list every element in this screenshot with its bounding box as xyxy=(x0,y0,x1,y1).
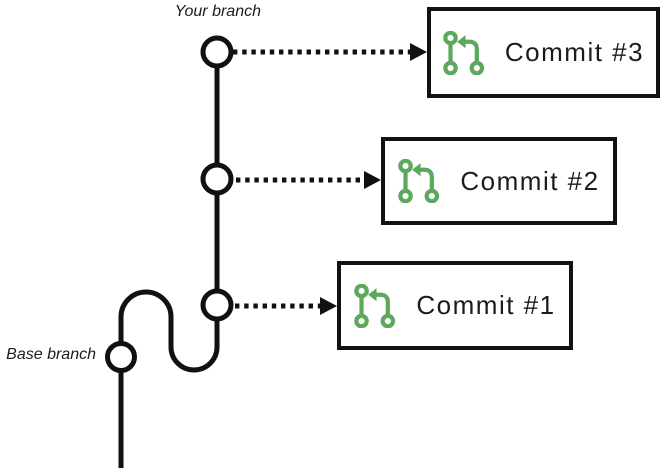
dotted-arrow-commit-2 xyxy=(236,171,381,189)
arrowhead-icon xyxy=(364,171,381,189)
commit-label: Commit #1 xyxy=(416,290,556,320)
base-branch-line xyxy=(118,289,220,468)
dotted-arrow-commit-1 xyxy=(235,297,337,315)
git-pull-request-icon xyxy=(443,30,485,75)
dotted-arrow-commit-3 xyxy=(233,43,427,61)
commit-card-2: Commit #2 xyxy=(381,137,617,225)
arrowhead-icon xyxy=(410,43,427,61)
base-branch-label: Base branch xyxy=(6,346,96,363)
commit-node-2 xyxy=(200,162,234,196)
git-pull-request-icon xyxy=(398,159,440,203)
commit-card-3: Commit #3 xyxy=(427,7,660,98)
commit-label: Commit #2 xyxy=(460,165,600,196)
your-branch-label: Your branch xyxy=(174,3,261,20)
commit-label: Commit #3 xyxy=(504,37,645,67)
commit-node-3 xyxy=(200,35,234,69)
git-pull-request-icon xyxy=(354,283,396,328)
arrowhead-icon xyxy=(320,297,337,315)
commit-card-1: Commit #1 xyxy=(337,261,573,350)
commit-node-1 xyxy=(200,288,234,322)
base-branch-node xyxy=(105,341,137,373)
